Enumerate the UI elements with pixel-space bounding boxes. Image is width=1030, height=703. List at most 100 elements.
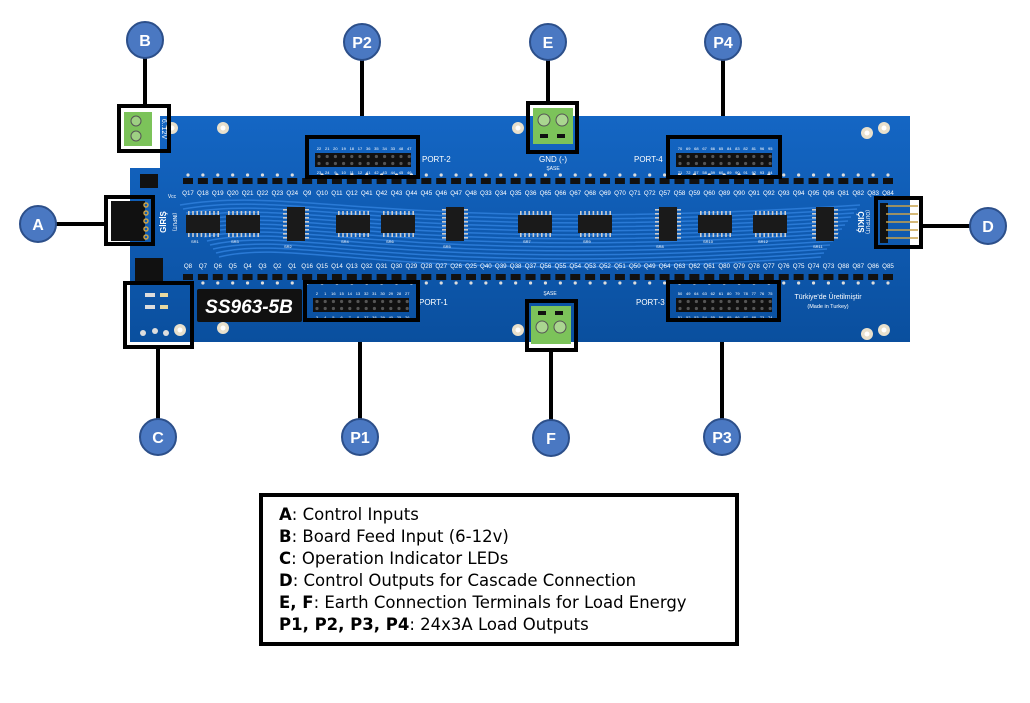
pin	[711, 306, 715, 311]
pin	[389, 299, 393, 304]
transistor-label: Q91	[748, 190, 760, 197]
transistor-label: Q9	[303, 190, 312, 197]
transistor	[212, 274, 223, 280]
transistor	[853, 274, 864, 280]
pin	[678, 161, 682, 166]
transistor-pad	[231, 173, 235, 177]
transistor-pad	[841, 281, 845, 285]
transistor-pad	[618, 173, 622, 177]
pin	[366, 154, 370, 159]
transistor-pad	[439, 281, 443, 285]
callout-label-p4: P4	[713, 35, 733, 52]
transistor-pad	[528, 173, 533, 177]
transistor-label: Q75	[793, 263, 805, 270]
pin-number: 26	[405, 315, 410, 320]
transistor-pad	[454, 281, 458, 285]
header-body	[676, 298, 772, 312]
transistor	[629, 178, 640, 184]
pin	[727, 154, 731, 159]
pin-number: 4	[324, 315, 327, 320]
transistor-label: Q5	[229, 263, 238, 270]
transistor	[227, 274, 238, 280]
transistor-label: Q86	[867, 263, 879, 270]
pin-number: 67	[702, 146, 707, 151]
transistor	[436, 178, 447, 184]
transistor-label: Q69	[599, 190, 611, 197]
pin	[333, 161, 337, 166]
transistor-pad	[588, 173, 592, 177]
pin-number: 66	[711, 146, 716, 151]
transistor-label: Q51	[614, 263, 626, 270]
transistor-label: Q36	[525, 190, 537, 197]
transistor	[406, 274, 417, 280]
mounting-hole	[878, 324, 890, 336]
transistor	[644, 178, 655, 184]
pin-number: 48	[399, 146, 404, 151]
shift-register-chip: SR10	[698, 211, 732, 244]
shift-register-chip: SR3	[226, 211, 260, 244]
pcb-trace	[218, 251, 822, 268]
transistor-label: Q92	[763, 190, 775, 197]
mounting-hole	[512, 122, 524, 134]
transistor	[317, 178, 328, 184]
transistor-label: Q56	[540, 263, 552, 270]
transistor-label: Q24	[286, 190, 298, 197]
transistor-label: Q2	[273, 263, 282, 270]
pin	[752, 154, 756, 159]
transistor-label: Q62	[689, 263, 701, 270]
transistor-label: Q47	[450, 190, 462, 197]
transistor-label: Q84	[882, 190, 894, 197]
transistor-pad	[201, 173, 205, 177]
pin	[727, 306, 731, 311]
pin	[315, 299, 319, 304]
transistor	[585, 178, 596, 184]
transistor	[257, 178, 268, 184]
transistor-label: Q22	[257, 190, 269, 197]
output-label: ÇIKIŞ	[856, 211, 865, 233]
pin	[760, 306, 764, 311]
header-body	[313, 298, 409, 312]
transistor-label: Q48	[465, 190, 477, 197]
transistor-label: Q35	[510, 190, 522, 197]
transistor-label: Q49	[644, 263, 656, 270]
pin	[694, 299, 699, 304]
transistor	[421, 274, 432, 280]
chip-label: SR11	[813, 244, 823, 249]
pin-number: 23	[317, 170, 322, 175]
pin	[744, 154, 748, 159]
transistor	[674, 178, 685, 184]
transistor-label: Q31	[376, 263, 388, 270]
transistor	[719, 178, 730, 184]
transistor-label: Q41	[361, 190, 373, 197]
pin	[711, 154, 715, 159]
transistor-label: Q54	[569, 263, 581, 270]
callout-label-e: E	[543, 35, 554, 52]
pin-number: 93	[760, 170, 765, 175]
transistor-label: Q88	[837, 263, 849, 270]
pin-number: 75	[768, 291, 773, 296]
transistor	[704, 178, 715, 184]
transistor	[823, 178, 834, 184]
transistor-pad	[514, 281, 518, 285]
transistor-pad	[856, 173, 860, 177]
transistor-label: Q21	[242, 190, 254, 197]
pin-number: 9	[334, 170, 337, 175]
transistor-pad	[231, 281, 235, 285]
pin-number: 59	[711, 170, 716, 175]
pin-number: 68	[694, 146, 699, 151]
pin	[735, 299, 740, 304]
transistor-label: Q64	[659, 263, 671, 270]
shift-register-chip: SR1	[186, 211, 220, 244]
transistor-label: Q34	[495, 190, 507, 197]
chip-label: SR7	[523, 239, 532, 244]
pin-number: 12	[358, 170, 363, 175]
transistor-label: Q61	[703, 263, 715, 270]
pin-number: 40	[389, 315, 394, 320]
transistor-label: Q68	[584, 190, 596, 197]
callout-marker-p4: P4	[704, 23, 742, 61]
transistor-label: Q90	[733, 190, 745, 197]
transistor	[465, 178, 476, 184]
